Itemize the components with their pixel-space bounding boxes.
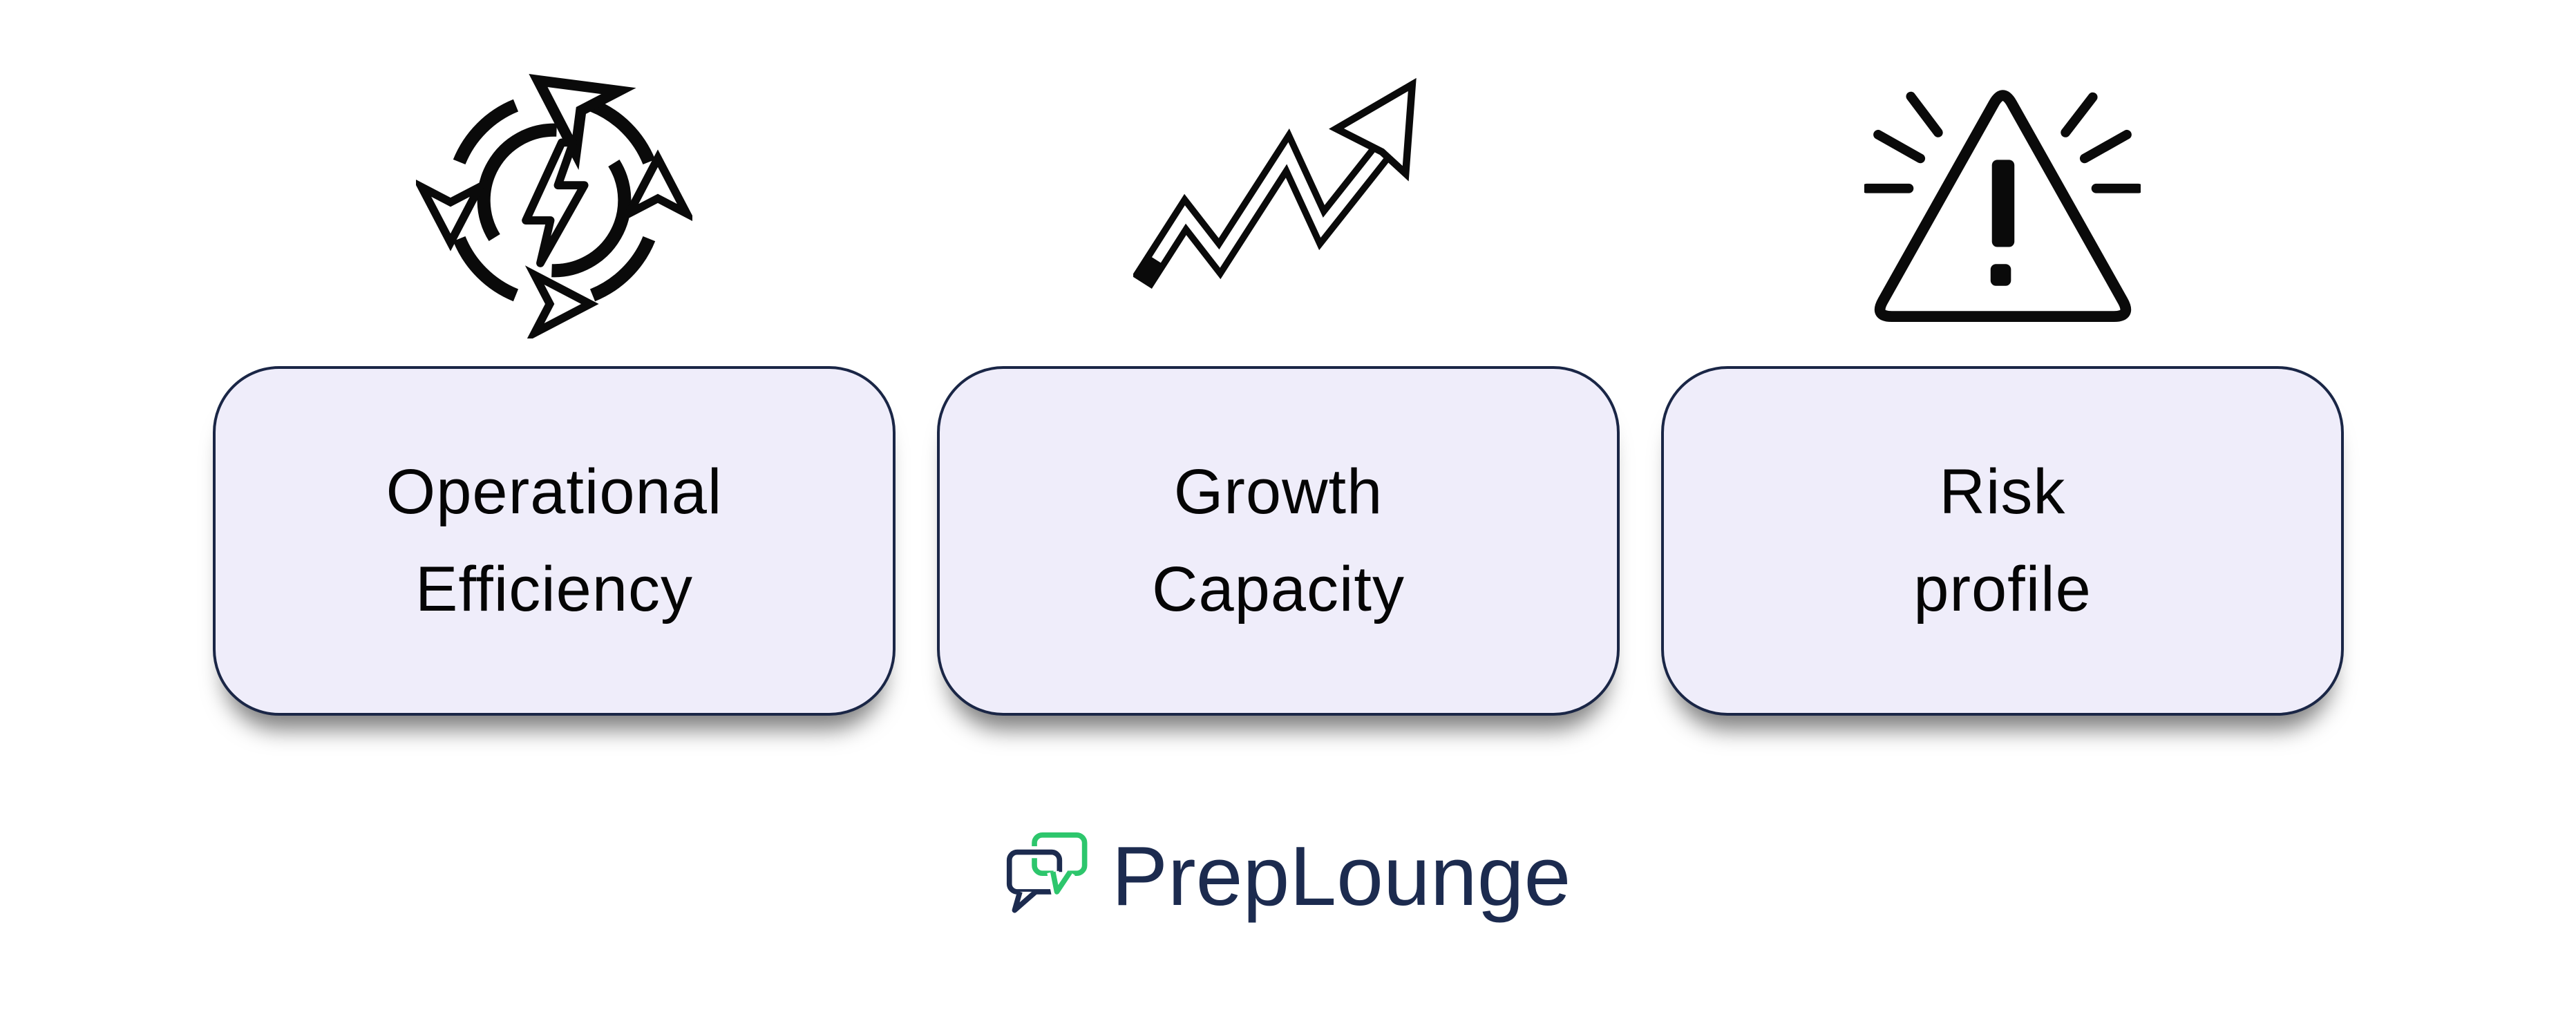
card-label-line: Operational xyxy=(386,457,723,527)
card-risk-profile: Risk profile xyxy=(1661,0,2344,716)
preplounge-logo-icon xyxy=(1005,832,1088,922)
warning-icon xyxy=(1864,90,2141,323)
card-label-line: profile xyxy=(1913,554,2092,624)
card-operational-efficiency: Operational Efficiency xyxy=(213,0,896,716)
card-label-line: Risk xyxy=(1939,457,2066,527)
growth-arrow-icon xyxy=(1133,77,1417,289)
card-growth-capacity: Growth Capacity xyxy=(937,0,1620,716)
card-box: Growth Capacity xyxy=(937,366,1620,716)
cycle-bolt-icon xyxy=(416,74,692,338)
icon-slot xyxy=(213,0,896,366)
icon-slot xyxy=(1661,0,2344,366)
brand-footer: PrepLounge xyxy=(0,828,2576,924)
card-label-line: Growth xyxy=(1173,457,1383,527)
card-box: Operational Efficiency xyxy=(213,366,896,716)
card-box: Risk profile xyxy=(1661,366,2344,716)
brand-name: PrepLounge xyxy=(1111,829,1571,923)
cards-row: Operational Efficiency Growth Capacity xyxy=(213,0,2344,716)
card-label-line: Efficiency xyxy=(415,554,694,624)
icon-slot xyxy=(937,0,1620,366)
card-label-line: Capacity xyxy=(1152,554,1405,624)
